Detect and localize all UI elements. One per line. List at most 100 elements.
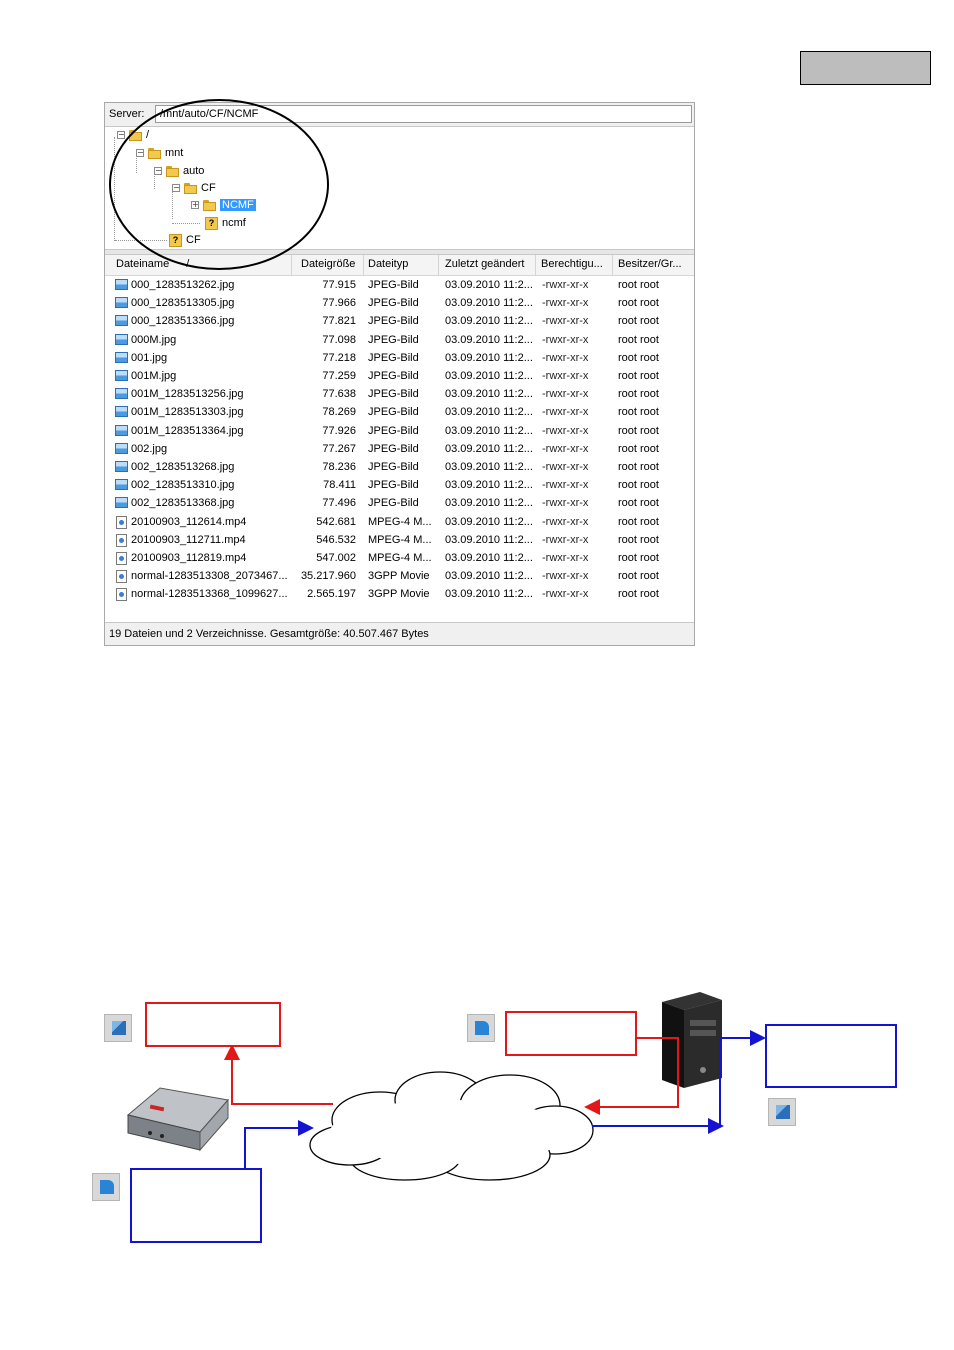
file-owner: root root (618, 497, 659, 510)
file-type: JPEG-Bild (368, 479, 419, 492)
file-type: 3GPP Movie (368, 588, 430, 601)
file-type: MPEG-4 M... (368, 515, 432, 528)
red-path-server-to-cloud (584, 1037, 679, 1115)
file-modified: 03.09.2010 11:2... (445, 424, 533, 437)
file-type: JPEG-Bild (368, 351, 419, 364)
collapse-toggle-icon[interactable]: − (117, 130, 125, 139)
column-header-permissions[interactable]: Berechtigu... (541, 258, 603, 270)
file-size: 547.002 (316, 552, 356, 564)
file-modified: 03.09.2010 11:2... (445, 388, 533, 401)
column-header-owner[interactable]: Besitzer/Gr... (618, 258, 682, 270)
file-permissions: -rwxr-xr-x (542, 333, 589, 346)
file-name: 000_1283513305.jpg (131, 297, 235, 310)
file-type: JPEG-Bild (368, 406, 419, 419)
file-size: 77.915 (322, 279, 356, 291)
file-type: JPEG-Bild (368, 442, 419, 455)
file-row[interactable]: 20100903_112819.mp4 547.002 MPEG-4 M... 03.… (105, 550, 694, 568)
file-size: 542.681 (316, 515, 356, 528)
file-name: 20100903_112819.mp4 (131, 552, 247, 564)
image-file-icon (115, 351, 128, 363)
file-name: 20100903_112614.mp4 (131, 515, 247, 528)
file-name: normal-1283513368_1099627... (131, 588, 288, 601)
image-file-icon (115, 424, 128, 436)
image-file-icon (115, 333, 128, 345)
file-owner: root root (618, 552, 659, 564)
video-file-icon (116, 552, 127, 565)
file-modified: 03.09.2010 11:2... (445, 279, 533, 291)
file-permissions: -rwxr-xr-x (542, 297, 589, 310)
column-divider[interactable] (612, 255, 613, 275)
column-divider[interactable] (363, 255, 364, 275)
file-permissions: -rwxr-xr-x (542, 497, 589, 510)
image-file-icon (115, 279, 128, 290)
file-name: 001.jpg (131, 351, 168, 364)
column-header-type[interactable]: Dateityp (368, 258, 409, 270)
column-header-size[interactable]: Dateigröße (301, 258, 356, 270)
column-divider[interactable] (291, 255, 292, 275)
file-permissions: -rwxr-xr-x (542, 479, 589, 492)
server-side-red-box (505, 1011, 637, 1056)
file-modified: 03.09.2010 11:2... (445, 552, 533, 564)
column-divider[interactable] (438, 255, 439, 275)
file-size: 35.217.960 (300, 570, 356, 583)
column-divider[interactable] (535, 255, 536, 275)
red-path-cloud-to-box (224, 1044, 333, 1105)
file-owner: root root (618, 515, 659, 528)
status-bar: 19 Dateien und 2 Verzeichnisse. Gesamtgr… (105, 622, 694, 645)
file-type: MPEG-4 M... (368, 552, 432, 564)
column-header-modified[interactable]: Zuletzt geändert (445, 258, 525, 270)
file-name: 002.jpg (131, 442, 168, 455)
file-row[interactable]: normal-1283513368_1099627... 2.565.197 3GP… (105, 586, 694, 604)
file-owner: root root (618, 351, 659, 364)
file-permissions: -rwxr-xr-x (542, 461, 589, 473)
file-size: 2.565.197 (307, 588, 356, 601)
file-owner: root root (618, 588, 659, 601)
file-size: 78.269 (322, 406, 356, 419)
file-size: 77.098 (322, 333, 356, 346)
file-owner: root root (618, 370, 659, 382)
file-permissions: -rwxr-xr-x (542, 552, 589, 564)
file-type: 3GPP Movie (368, 570, 430, 583)
file-modified: 03.09.2010 11:2... (445, 370, 533, 382)
image-file-icon (115, 479, 128, 491)
pane-splitter[interactable] (105, 249, 694, 255)
file-modified: 03.09.2010 11:2... (445, 479, 533, 492)
server-side-blue-box (765, 1024, 897, 1088)
file-modified: 03.09.2010 11:2... (445, 533, 533, 546)
file-modified: 03.09.2010 11:2... (445, 315, 533, 328)
file-type: JPEG-Bild (368, 388, 419, 401)
file-permissions: -rwxr-xr-x (542, 515, 589, 528)
server-tower (662, 992, 722, 1088)
video-file-icon (116, 533, 127, 547)
file-size: 77.926 (322, 424, 356, 437)
device-side-blue-box (130, 1168, 262, 1243)
file-modified: 03.09.2010 11:2... (445, 588, 533, 601)
transfer-diagram (0, 960, 954, 1260)
file-name: 002_1283513268.jpg (131, 461, 235, 473)
file-name: 001M_1283513364.jpg (131, 424, 244, 437)
file-owner: root root (618, 533, 659, 546)
file-type: MPEG-4 M... (368, 533, 432, 546)
file-permissions: -rwxr-xr-x (542, 315, 589, 328)
video-file-icon (116, 515, 127, 529)
file-modified: 03.09.2010 11:2... (445, 351, 533, 364)
file-name: 001M_1283513303.jpg (131, 406, 244, 419)
image-file-icon (115, 442, 128, 454)
page-tab-marker (800, 51, 931, 85)
